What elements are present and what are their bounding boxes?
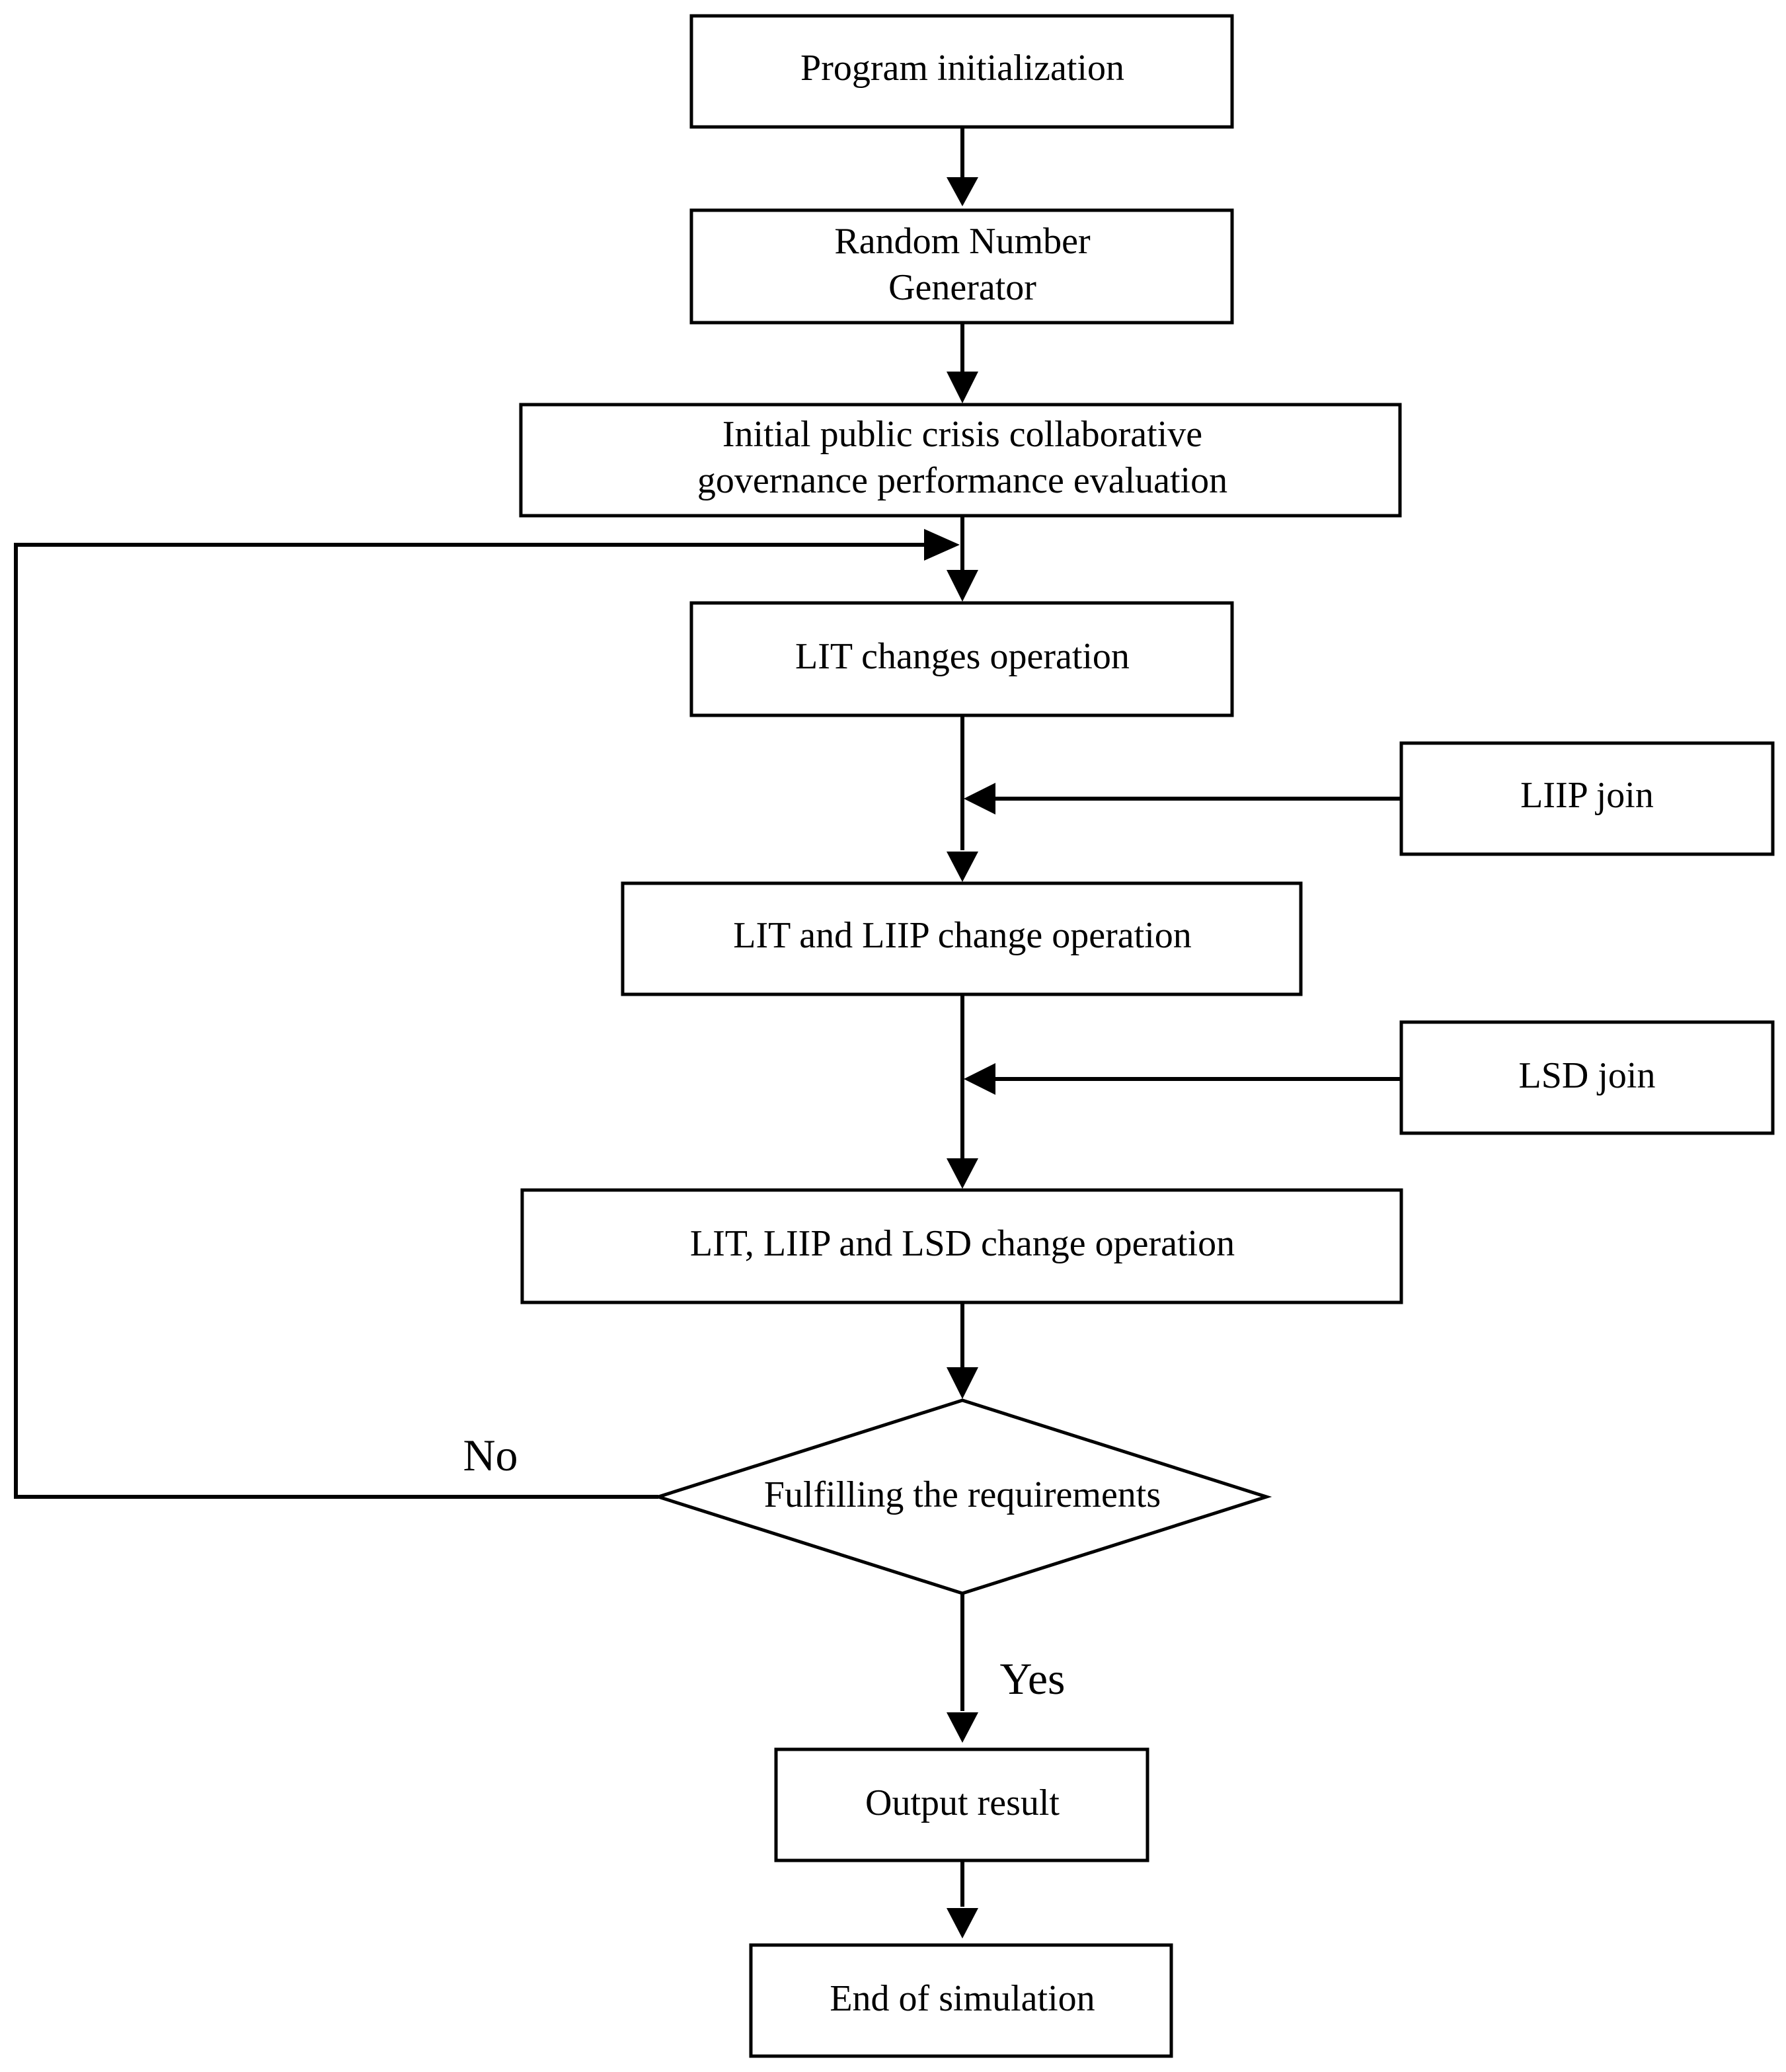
arrowhead-down <box>947 852 978 882</box>
node-random-number-generator: Random Number Generator <box>689 208 1234 325</box>
node-lit-changes-label: LIT changes operation <box>795 636 1130 677</box>
node-lit-changes: LIT changes operation <box>689 601 1234 717</box>
arrowhead-down <box>947 1367 978 1399</box>
node-initial-evaluation-line1: Initial public crisis collaborative <box>722 414 1202 455</box>
node-lit-liip-change-label: LIT and LIIP change operation <box>733 915 1192 956</box>
arrowhead-left <box>964 783 995 815</box>
node-rng-label-line2: Generator <box>888 267 1036 308</box>
node-decision-label: Fulfilling the requirements <box>764 1474 1161 1515</box>
node-liip-join: LIIP join <box>1399 741 1775 856</box>
node-decision: Fulfilling the requirements <box>652 1398 1272 1595</box>
node-program-init: Program initialization <box>689 14 1234 129</box>
node-rng-label-line1: Random Number <box>834 221 1091 262</box>
node-lit-liip-change: LIT and LIIP change operation <box>621 881 1303 996</box>
node-lsd-join: LSD join <box>1399 1020 1775 1135</box>
node-end-of-simulation: End of simulation <box>749 1943 1173 2058</box>
arrowheads <box>924 177 995 1938</box>
node-output-result: Output result <box>774 1747 1149 1862</box>
arrowhead-left <box>964 1063 995 1095</box>
node-program-init-label: Program initialization <box>800 48 1124 89</box>
node-initial-evaluation-line2: governance performance evaluation <box>697 460 1227 501</box>
edge-label-no: No <box>463 1430 518 1480</box>
arrowhead-down <box>947 1158 978 1189</box>
arrowhead-down <box>947 372 978 403</box>
edge-decision-no-loop <box>14 543 925 1499</box>
node-lsd-join-label: LSD join <box>1519 1055 1656 1096</box>
node-lit-liip-lsd-change: LIT, LIIP and LSD change operation <box>520 1188 1403 1304</box>
arrowhead-down <box>947 570 978 602</box>
arrowhead-down <box>947 177 978 206</box>
node-liip-join-label: LIIP join <box>1520 775 1654 816</box>
arrowhead-down <box>947 1908 978 1938</box>
connectors <box>14 127 1401 1907</box>
node-end-of-simulation-label: End of simulation <box>830 1978 1095 2019</box>
node-output-result-label: Output result <box>865 1782 1060 1823</box>
node-initial-evaluation: Initial public crisis collaborative gove… <box>519 403 1402 518</box>
edge-label-yes: Yes <box>1000 1654 1066 1704</box>
arrowhead-down <box>947 1712 978 1743</box>
node-lit-liip-lsd-change-label: LIT, LIIP and LSD change operation <box>690 1223 1235 1264</box>
arrowhead-right <box>924 529 960 561</box>
